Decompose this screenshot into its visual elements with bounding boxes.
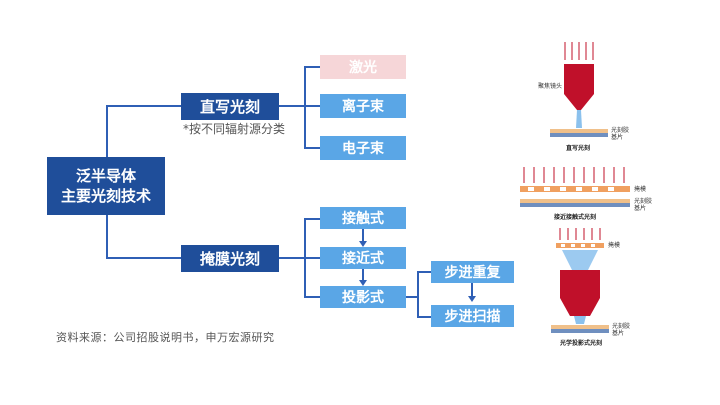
direct-substrate-label: 基片	[611, 133, 623, 141]
proximity-substrate-label: 基片	[634, 204, 646, 212]
mask-lithography-node: 掩膜光刻	[181, 245, 279, 272]
projection-caption: 光学投影式光刻	[559, 339, 602, 347]
proximity-illustration	[520, 167, 630, 207]
step-and-scan-node: 步进扫描	[431, 305, 514, 327]
source-note: 资料来源：公司招股说明书，申万宏源研究	[56, 331, 275, 344]
step-and-repeat-node: 步进重复	[431, 261, 514, 283]
contact-node: 接触式	[320, 207, 406, 229]
projection-node: 投影式	[320, 286, 406, 308]
proximity-layer-label: 光刻胶	[634, 197, 652, 205]
classification-note: *按不同辐射源分类	[183, 122, 286, 136]
connector-projection-children	[417, 271, 431, 318]
projection-mask-label: 掩模	[608, 241, 620, 249]
root-line-1: 泛半导体	[75, 167, 136, 185]
projection-layer-label: 光刻胶	[612, 322, 630, 330]
laser-node: 激光	[320, 55, 406, 79]
direct-caption: 直写光刻	[566, 144, 590, 152]
direct-head-label: 聚焦镜头	[538, 82, 562, 90]
root-node: 泛半导体 主要光刻技术	[47, 157, 165, 215]
connector-root-mask	[106, 215, 181, 259]
ion-beam-node: 离子束	[320, 94, 406, 118]
proximity-mask-label: 掩模	[634, 185, 646, 193]
direct-write-illustration	[550, 42, 608, 137]
projection-substrate-label: 基片	[612, 329, 624, 337]
root-line-2: 主要光刻技术	[60, 187, 151, 205]
direct-write-node: 直写光刻	[181, 93, 279, 120]
proximity-caption: 接近接触式光刻	[553, 213, 596, 221]
electron-beam-node: 电子束	[320, 136, 406, 160]
connectors	[106, 66, 431, 318]
connector-direct-children	[304, 66, 320, 149]
proximity-node: 接近式	[320, 247, 406, 269]
flow-arrows	[359, 229, 476, 302]
direct-layer-label: 光刻胶	[611, 126, 629, 134]
connector-root-direct	[106, 105, 181, 157]
projection-illustration	[551, 228, 609, 333]
